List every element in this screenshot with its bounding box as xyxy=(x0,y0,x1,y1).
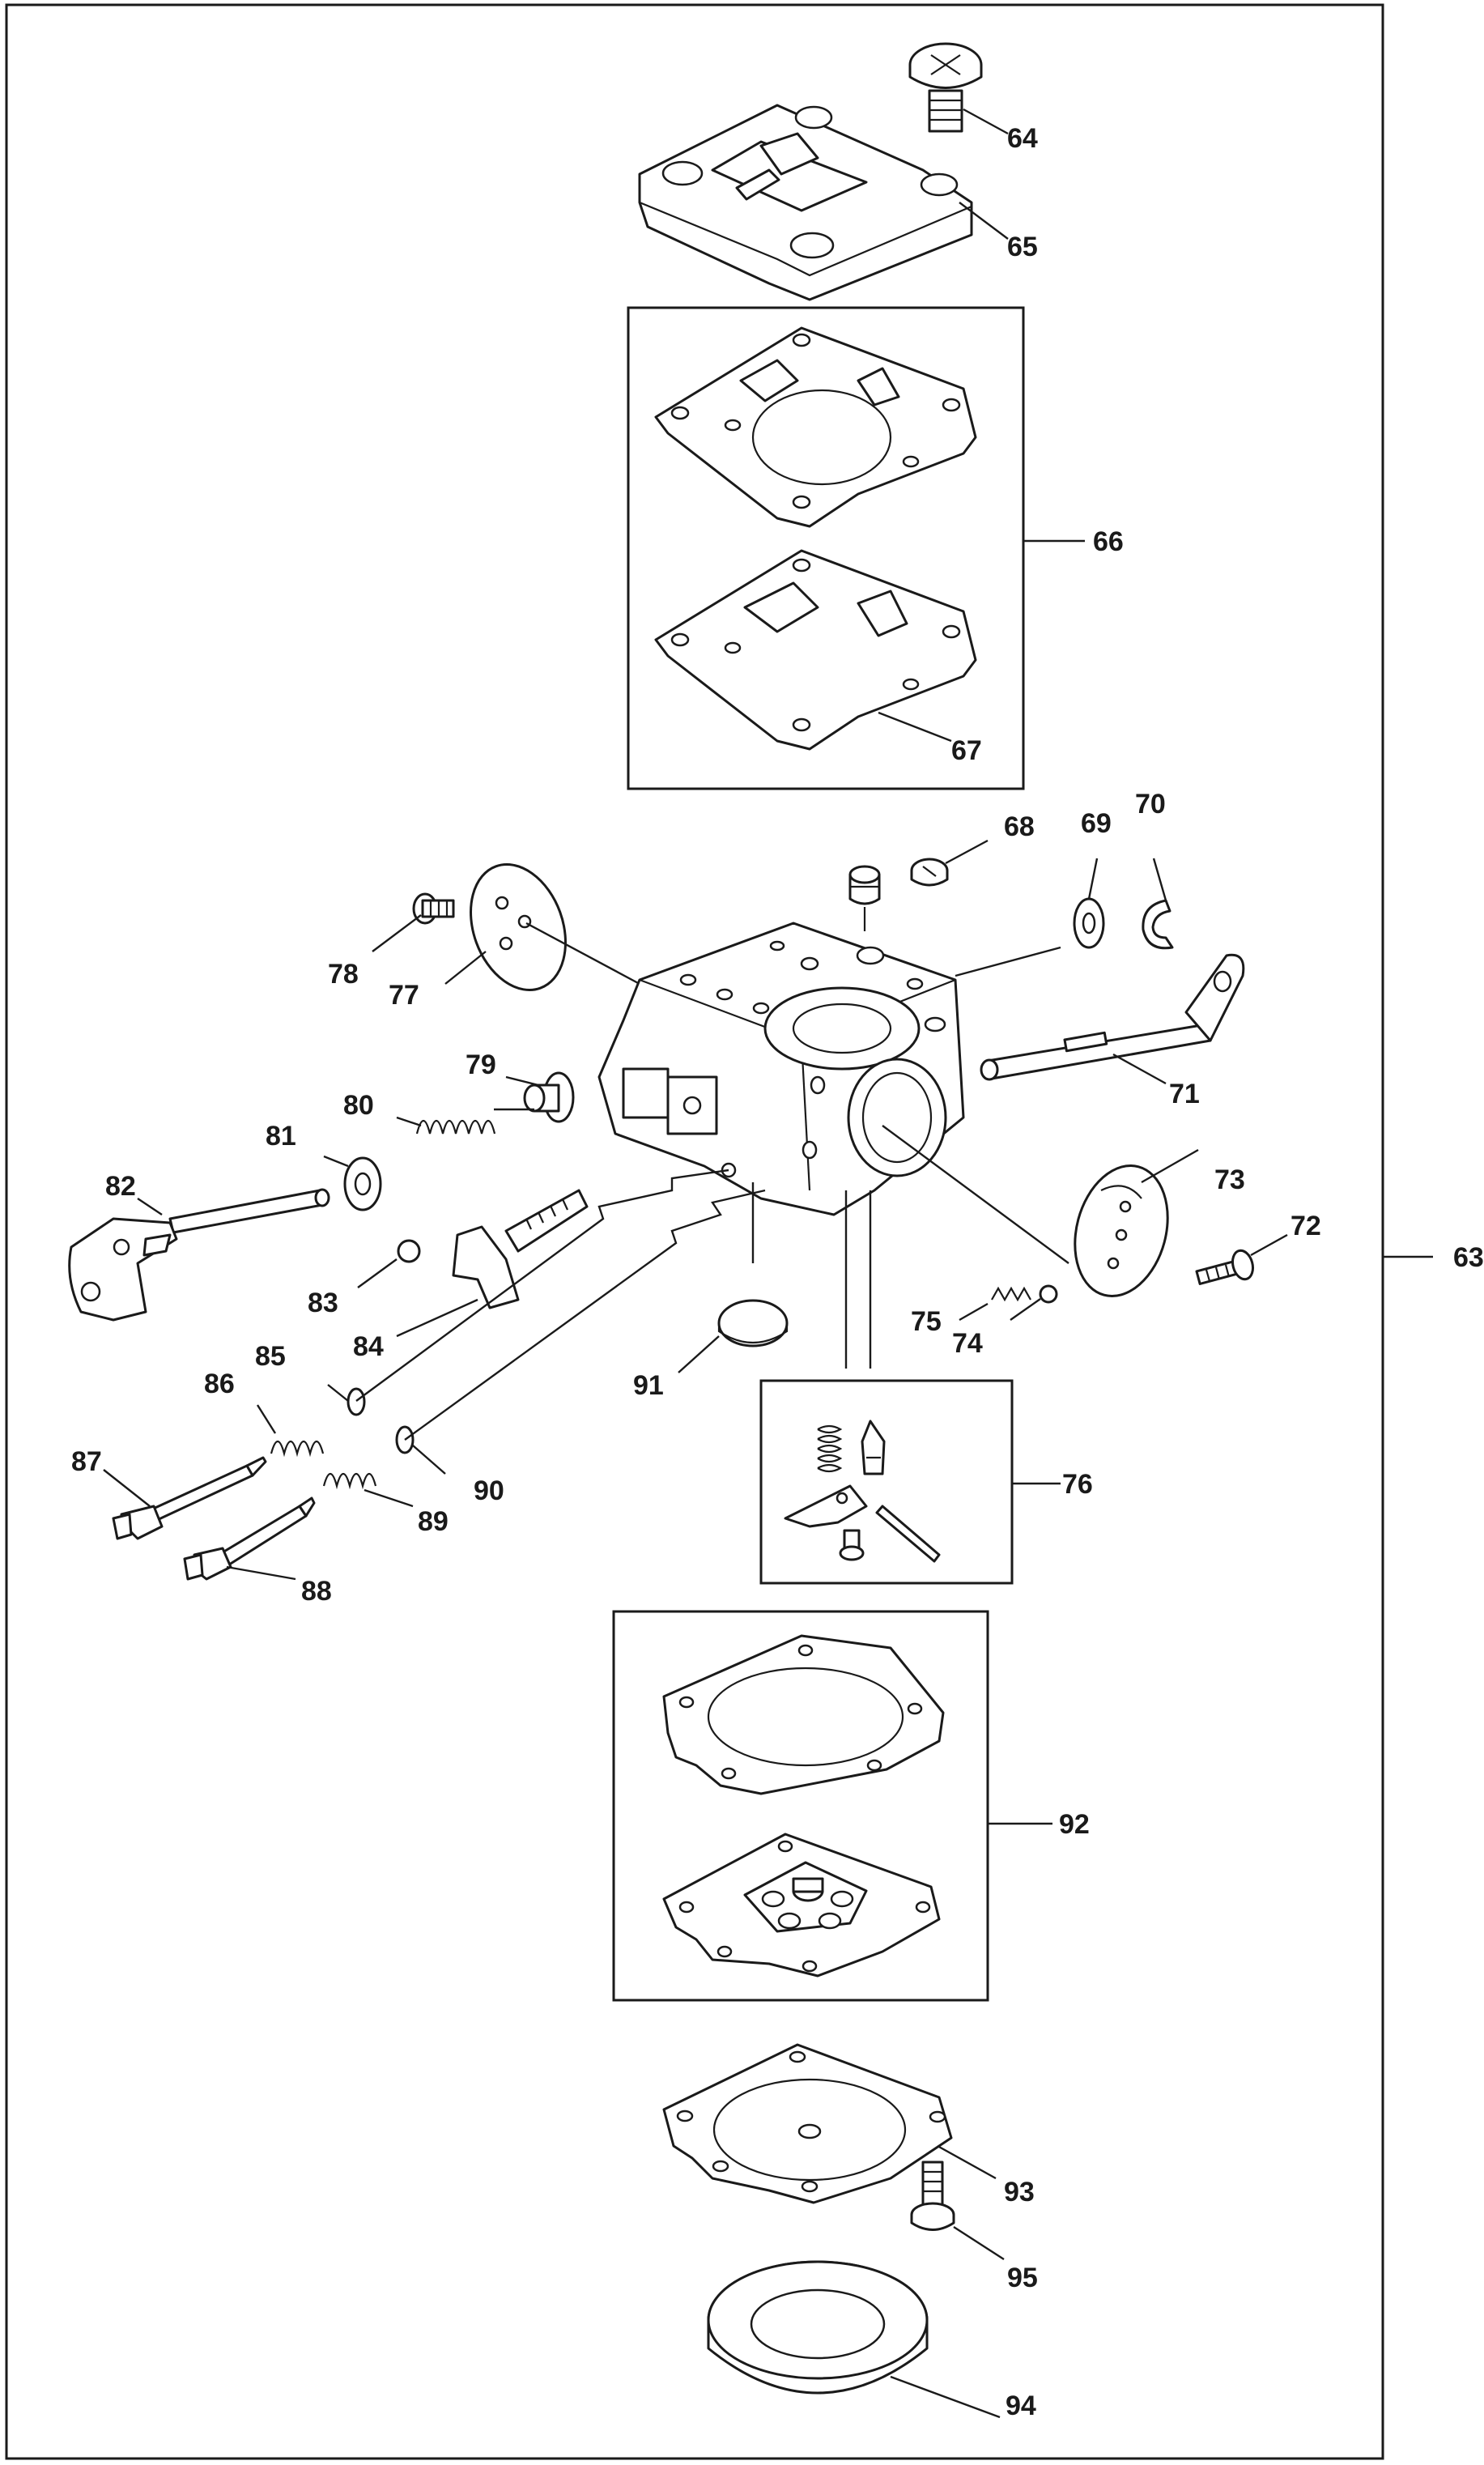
part-86-spring xyxy=(270,1440,325,1458)
part-83-ball xyxy=(397,1239,421,1263)
callout-70: 70 xyxy=(1135,789,1166,820)
part-65-pump-cover xyxy=(638,104,973,301)
callout-82: 82 xyxy=(105,1171,136,1202)
part-75-spring xyxy=(991,1286,1031,1302)
callout-64: 64 xyxy=(1007,123,1038,154)
part-85-o-ring xyxy=(347,1387,366,1416)
callout-95: 95 xyxy=(1007,2263,1038,2293)
callout-80: 80 xyxy=(343,1090,374,1121)
callout-68: 68 xyxy=(1004,811,1035,842)
part-82-choke-shaft xyxy=(68,1188,330,1322)
part-72-screw xyxy=(1195,1249,1254,1285)
callout-74: 74 xyxy=(952,1328,983,1359)
callout-90: 90 xyxy=(474,1475,504,1506)
carburetor-body xyxy=(597,865,965,1216)
part-66-gasket-upper xyxy=(654,326,977,528)
callout-75: 75 xyxy=(911,1306,942,1337)
part-71-throttle-shaft xyxy=(980,953,1245,1081)
callout-66: 66 xyxy=(1093,526,1124,557)
part-78-screw xyxy=(412,892,455,925)
part-79-valve xyxy=(523,1071,575,1123)
callout-65: 65 xyxy=(1007,232,1038,262)
callout-79: 79 xyxy=(466,1049,496,1080)
part-92-diaphragm xyxy=(662,1833,941,1978)
part-88-needle xyxy=(183,1496,316,1581)
callout-63: 63 xyxy=(1453,1242,1484,1273)
callout-86: 86 xyxy=(204,1369,235,1399)
callout-91: 91 xyxy=(633,1370,664,1401)
callout-71: 71 xyxy=(1169,1079,1200,1109)
callout-84: 84 xyxy=(353,1331,384,1362)
part-84-adjust-screw xyxy=(452,1189,589,1309)
part-87-needle xyxy=(112,1456,267,1540)
box-92-diaphragm-set xyxy=(612,1610,989,2002)
part-89-spring xyxy=(322,1472,377,1490)
callout-83: 83 xyxy=(308,1288,338,1318)
part-69-washer xyxy=(1073,897,1105,949)
callout-94: 94 xyxy=(1006,2390,1036,2421)
outer-frame xyxy=(5,3,1384,2460)
callout-69: 69 xyxy=(1081,808,1112,839)
callout-93: 93 xyxy=(1004,2177,1035,2207)
part-80-spring xyxy=(415,1119,496,1135)
part-67-gasket-lower xyxy=(654,549,977,751)
callout-78: 78 xyxy=(328,959,359,990)
callout-72: 72 xyxy=(1291,1211,1321,1241)
box-76-inlet-needle-kit xyxy=(759,1379,1014,1585)
callout-81: 81 xyxy=(266,1121,296,1152)
callout-92: 92 xyxy=(1059,1809,1090,1840)
box-66-gasket-set xyxy=(627,306,1025,790)
callout-88: 88 xyxy=(301,1576,332,1607)
part-76-inlet-needle-kit xyxy=(784,1420,941,1563)
part-91-filter-screen xyxy=(717,1299,789,1347)
part-73-choke-plate xyxy=(1074,1164,1169,1297)
part-74-ball xyxy=(1039,1284,1058,1304)
part-81-bushing xyxy=(343,1156,382,1211)
part-94-seal-ring xyxy=(707,2260,929,2395)
callout-85: 85 xyxy=(255,1341,286,1372)
part-92-gasket xyxy=(662,1634,945,1795)
callout-87: 87 xyxy=(71,1446,102,1477)
callout-67: 67 xyxy=(951,735,982,766)
part-64-screw xyxy=(908,42,983,133)
callout-89: 89 xyxy=(418,1506,449,1537)
callout-77: 77 xyxy=(389,980,419,1011)
part-95-screw xyxy=(910,2161,955,2231)
callout-73: 73 xyxy=(1214,1164,1245,1195)
part-68-plug xyxy=(910,858,949,887)
part-70-clip xyxy=(1142,899,1174,950)
callout-76: 76 xyxy=(1062,1469,1093,1500)
part-77-valve-plate xyxy=(470,863,640,991)
part-93-cover xyxy=(662,2043,953,2204)
